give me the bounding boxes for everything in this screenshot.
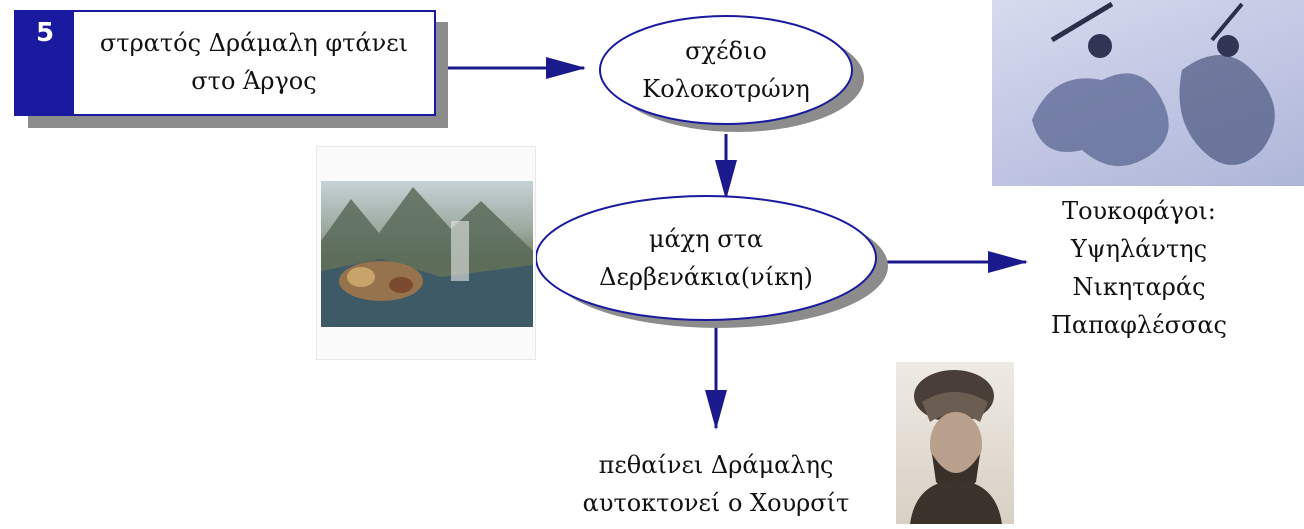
battle-node: μάχη στα Δερβενάκια(νίκη): [536, 220, 876, 296]
step-number: 5: [35, 18, 55, 48]
battle-node-line-2: Δερβενάκια(νίκη): [599, 263, 813, 291]
plan-node: σχέδιο Κολοκοτρώνη: [600, 32, 852, 108]
toukofagoi-name-1: Υψηλάντης: [1070, 235, 1208, 263]
plan-node-line-1: σχέδιο: [685, 37, 767, 65]
death-outcome: πεθαίνει Δράμαλης αυτοκτονεί ο Χουρσίτ: [566, 446, 866, 522]
event-box-line-2: στο Άργος: [191, 67, 317, 95]
portrait-image: [896, 362, 1014, 524]
death-outcome-line-2: αυτοκτονεί ο Χουρσίτ: [582, 489, 850, 517]
toukofagoi-list: Τουκοφάγοι: Υψηλάντης Νικηταράς Παπαφλέσ…: [1024, 192, 1254, 344]
toukofagoi-name-3: Παπαφλέσσας: [1051, 311, 1227, 339]
toukofagoi-title: Τουκοφάγοι:: [1062, 197, 1216, 225]
plan-node-line-2: Κολοκοτρώνη: [642, 75, 810, 103]
horsemen-sketch-image: [992, 0, 1304, 186]
battle-node-line-1: μάχη στα: [648, 225, 764, 253]
battle-painting-image: [316, 146, 536, 360]
battle-node-shape: [535, 195, 877, 321]
event-box: [14, 10, 436, 116]
event-box-text: στρατός Δράμαλη φτάνει στο Άργος: [76, 24, 432, 100]
toukofagoi-name-2: Νικηταράς: [1072, 273, 1206, 301]
step-badge: 5: [16, 12, 74, 114]
plan-node-shape: [599, 15, 853, 125]
death-outcome-line-1: πεθαίνει Δράμαλης: [598, 451, 834, 479]
event-box-line-1: στρατός Δράμαλη φτάνει: [99, 29, 409, 57]
